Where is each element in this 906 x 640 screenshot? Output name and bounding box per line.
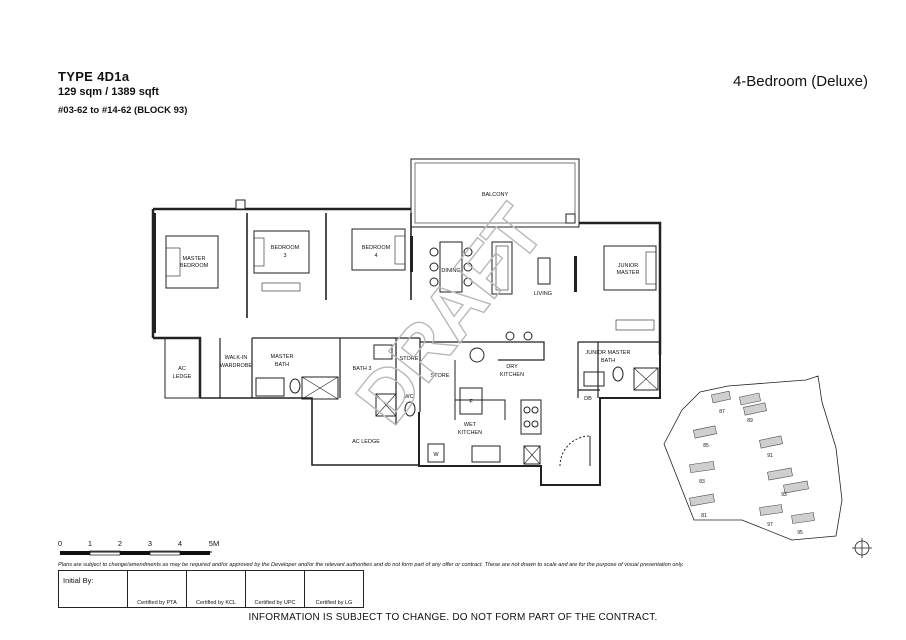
site-block-91: 91: [767, 453, 773, 459]
unit-numbers: #03-62 to #14-62 (BLOCK 93): [58, 105, 188, 116]
label-walkin-2: WARDROBE: [220, 363, 253, 369]
scale-tick-5: 5M: [209, 539, 219, 548]
label-master-bath: MASTER: [271, 354, 294, 360]
label-master-bath-2: BATH: [275, 362, 289, 368]
site-block-95: 95: [797, 530, 803, 536]
bedroom-type: 4-Bedroom (Deluxe): [732, 73, 868, 90]
label-bedroom-3-num: 3: [283, 253, 286, 259]
site-block-81: 81: [701, 513, 707, 519]
label-store-left: STORE: [431, 373, 450, 379]
master-shower: [301, 376, 339, 400]
scale-tick-2: 2: [118, 539, 122, 548]
cert-cell-pta: Certified by PTA: [127, 570, 187, 608]
label-dining: DINING: [441, 268, 460, 274]
cert-cell-upc: Certified by UPC: [245, 570, 305, 608]
scale-tick-4: 4: [178, 539, 182, 548]
label-bedroom-4-num: 4: [374, 253, 377, 259]
fridge-outline: [459, 387, 483, 415]
label-dry-kitchen-2: KITCHEN: [500, 372, 524, 378]
label-junior-bath: JUNIOR MASTER: [586, 350, 631, 356]
cert-cell-kcl: Certified by KCL: [186, 570, 246, 608]
scale-tick-0: 0: [58, 539, 62, 548]
scale-tick-3: 3: [148, 539, 152, 548]
label-washer: W: [433, 452, 439, 458]
north-arrow-icon: N: [852, 538, 872, 558]
label-wet-kitchen: WET: [464, 422, 477, 428]
balcony-outline: [410, 158, 580, 228]
label-master-bedroom: MASTER: [183, 256, 206, 262]
site-block-83: 83: [699, 479, 705, 485]
label-walkin: WALK-IN: [225, 355, 248, 361]
site-block-93: 93: [781, 492, 787, 498]
site-block-87: 87: [719, 409, 725, 415]
label-bedroom-4: BEDROOM: [362, 245, 391, 251]
cert-cell-lg: Certified by LG: [304, 570, 364, 608]
unit-area: 129 sqm / 1389 sqft: [58, 86, 159, 98]
site-block-97: 97: [767, 522, 773, 528]
site-block-89: 89: [747, 418, 753, 424]
disclaimer-text: Plans are subject to change/amendments a…: [58, 562, 684, 568]
label-master-bedroom-2: BEDROOM: [180, 263, 209, 269]
label-ac-ledge-left: AC: [178, 366, 186, 372]
label-store-top: STORE: [400, 356, 419, 362]
label-junior-master-2: MASTER: [617, 270, 640, 276]
label-wc: WC: [404, 394, 413, 400]
floor-plan: BALCONY MASTER BEDROOM BEDROOM 3 BEDROOM…: [58, 158, 872, 558]
ac-ledge-left-outline: [164, 337, 201, 399]
label-db: DB: [584, 396, 592, 402]
label-junior-master: JUNIOR: [618, 263, 639, 269]
label-bath-3: BATH 3: [353, 366, 372, 372]
label-balcony: BALCONY: [482, 192, 509, 198]
label-wet-kitchen-2: KITCHEN: [458, 430, 482, 436]
scale-bar: 0 1 2 3 4 5M: [58, 539, 219, 556]
label-ac-ledge-bottom: AC LEDGE: [352, 439, 380, 445]
label-junior-bath-2: BATH: [601, 358, 615, 364]
unit-type-title: TYPE 4D1a: [58, 69, 130, 84]
initial-by-label: Initial By:: [58, 570, 128, 608]
label-living: LIVING: [534, 291, 552, 297]
scale-tick-1: 1: [88, 539, 92, 548]
label-fridge: F: [469, 399, 473, 405]
site-block-85: 85: [703, 443, 709, 449]
label-bedroom-3: BEDROOM: [271, 245, 300, 251]
label-ac-ledge-left-2: LEDGE: [173, 374, 192, 380]
certification-table: Initial By: Certified by PTA Certified b…: [58, 570, 364, 608]
site-plan: 87 89 85 91 83 93 81 95 97 N: [663, 375, 872, 558]
footer-notice: INFORMATION IS SUBJECT TO CHANGE. DO NOT…: [248, 612, 658, 623]
label-dry-kitchen: DRY: [506, 364, 518, 370]
